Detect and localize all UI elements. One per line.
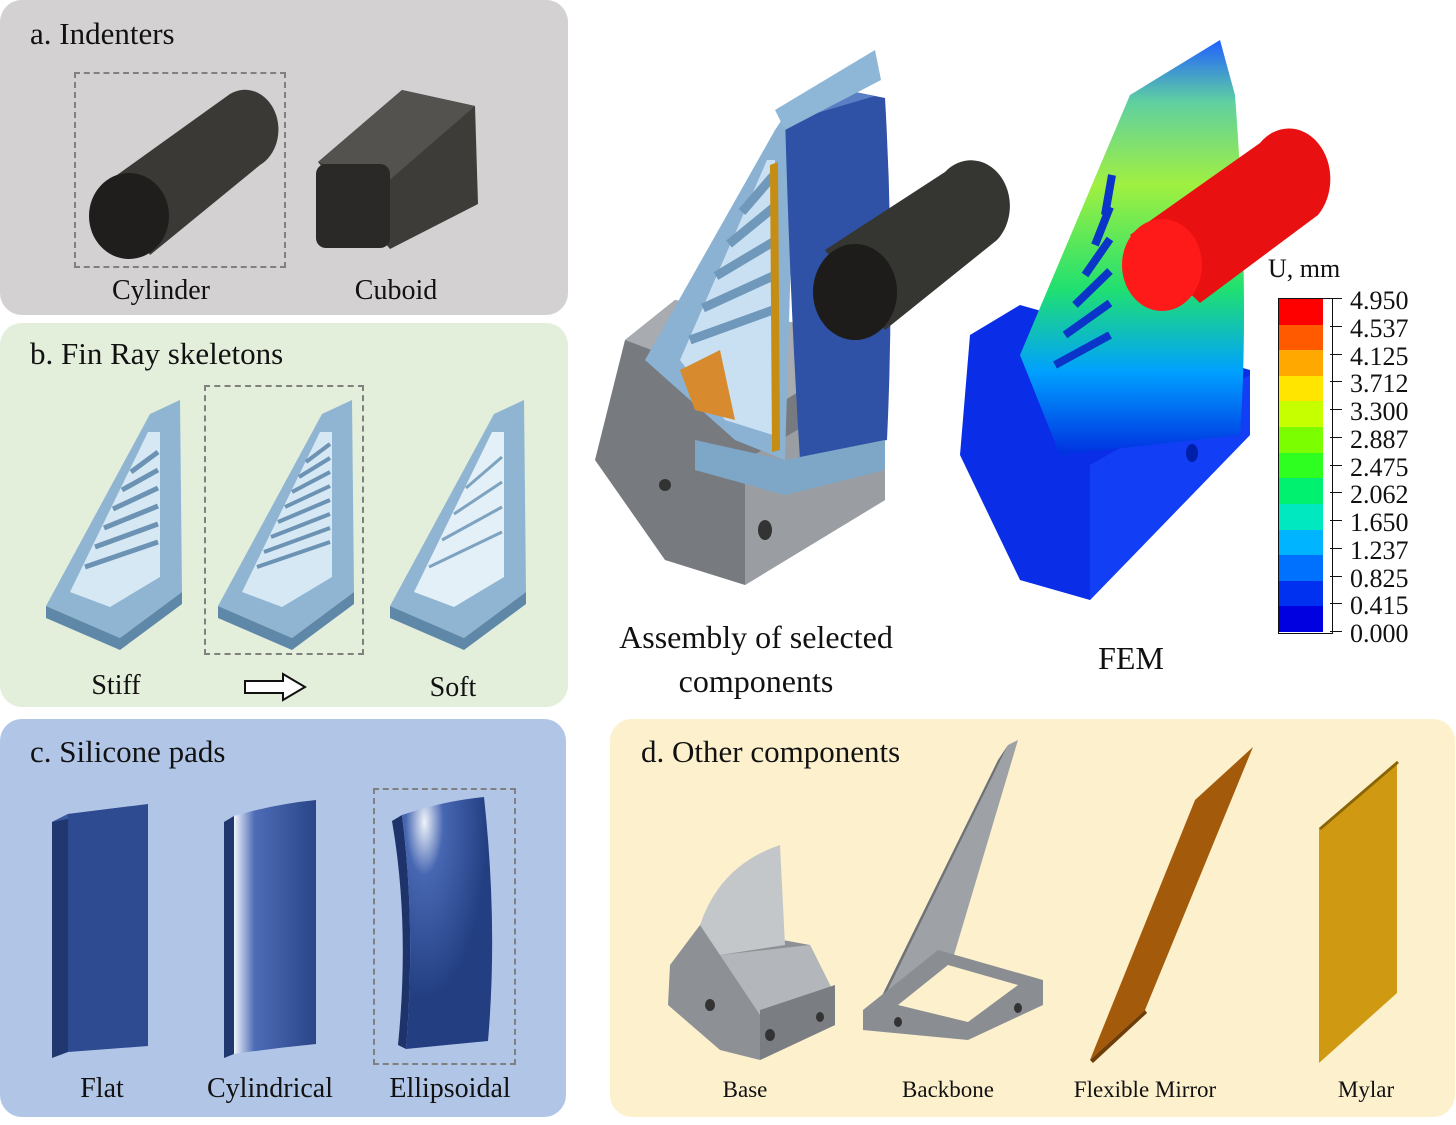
color-band [1279, 427, 1323, 454]
label-cylinder: Cylinder [112, 275, 210, 306]
panel-c-title: c. Silicone pads [30, 734, 226, 769]
color-bar-tick-mark [1330, 520, 1342, 521]
color-band [1279, 503, 1323, 531]
fem-caption: FEM [1098, 640, 1164, 676]
flexible-mirror-component [1090, 747, 1253, 1063]
color-bar-tick-label: 2.475 [1350, 452, 1409, 482]
base-component [668, 845, 835, 1060]
silicone-pad-ellipsoidal [392, 797, 493, 1049]
color-bar-tick-mark [1330, 298, 1342, 299]
cylinder-indenter-illustration [89, 89, 279, 259]
color-band [1279, 529, 1323, 556]
color-band [1279, 401, 1323, 428]
color-bar-tick-mark [1330, 381, 1342, 383]
assembly-illustration [595, 50, 1010, 585]
color-bar-legend [1278, 298, 1333, 634]
color-bar-tick-mark [1330, 436, 1342, 438]
backbone-component [863, 740, 1043, 1040]
color-bar-tick-label: 3.300 [1350, 397, 1409, 426]
fin-ray-skeleton-medium [218, 400, 354, 650]
label-base: Base [722, 1077, 768, 1102]
fin-ray-skeleton-soft [390, 400, 526, 650]
fem-result-illustration [960, 40, 1331, 600]
color-bar-tick-mark [1330, 492, 1342, 494]
color-bar-tick-label: 1.237 [1350, 535, 1409, 565]
panel-b-title: b. Fin Ray skeletons [30, 336, 284, 371]
label-flexible-mirror: Flexible Mirror [1073, 1077, 1217, 1102]
label-soft: Soft [429, 672, 477, 703]
color-bar-tick-mark [1330, 353, 1342, 355]
color-band [1279, 324, 1323, 351]
color-band [1279, 606, 1323, 633]
selection-box-cylinder [74, 72, 286, 268]
color-band [1279, 299, 1323, 326]
panel-a-title: a. Indenters [30, 16, 175, 51]
color-bar-bands [1279, 299, 1323, 633]
color-band [1279, 452, 1323, 479]
color-band [1279, 580, 1323, 607]
color-bar-tick-mark [1330, 409, 1342, 410]
label-cylindrical: Cylindrical [207, 1073, 333, 1104]
color-bar-tick-label: 0.825 [1350, 563, 1409, 593]
label-stiff: Stiff [91, 670, 141, 701]
color-bar-tick-label: 0.415 [1350, 591, 1409, 621]
color-bar-tick-label: 2.062 [1350, 480, 1409, 510]
color-bar-tick-mark [1330, 547, 1342, 549]
color-band [1279, 555, 1323, 582]
selection-box-ellipsoidal [373, 788, 516, 1065]
color-bar-tick-mark [1330, 325, 1342, 327]
color-band [1279, 478, 1323, 505]
selection-box-medium-skeleton [204, 385, 364, 655]
label-mylar: Mylar [1337, 1077, 1395, 1102]
label-backbone: Backbone [902, 1077, 994, 1102]
mylar-component [1319, 761, 1399, 1063]
color-bar-tick-label: 4.537 [1350, 313, 1409, 343]
silicone-pad-flat [52, 804, 148, 1058]
color-bar-tick-label: 3.712 [1350, 369, 1409, 399]
assembly-caption: Assembly of selected components [619, 619, 893, 699]
color-bar-tick-label: 4.125 [1350, 341, 1409, 371]
label-flat: Flat [80, 1073, 124, 1104]
color-band [1279, 350, 1323, 377]
color-bar-tick-label: 2.887 [1350, 424, 1409, 454]
color-bar-tick-label: 1.650 [1350, 508, 1409, 537]
color-bar-tick-mark [1330, 631, 1342, 632]
color-bar-tick-mark [1330, 603, 1342, 605]
arrow-right-icon [244, 672, 307, 702]
color-band [1279, 375, 1323, 402]
label-ellipsoidal: Ellipsoidal [389, 1073, 511, 1104]
color-bar-tick-label: 4.950 [1350, 286, 1409, 315]
color-bar-tick-mark [1330, 575, 1342, 577]
cuboid-indenter-illustration [316, 90, 478, 249]
panel-d-title: d. Other components [641, 734, 901, 769]
legend-title: U, mm [1268, 254, 1341, 283]
label-cuboid: Cuboid [354, 275, 438, 306]
color-bar-tick-mark [1330, 464, 1342, 466]
color-bar-tick-label: 0.000 [1350, 619, 1409, 648]
fin-ray-skeleton-stiff [46, 400, 182, 650]
silicone-pad-cylindrical [224, 800, 316, 1058]
